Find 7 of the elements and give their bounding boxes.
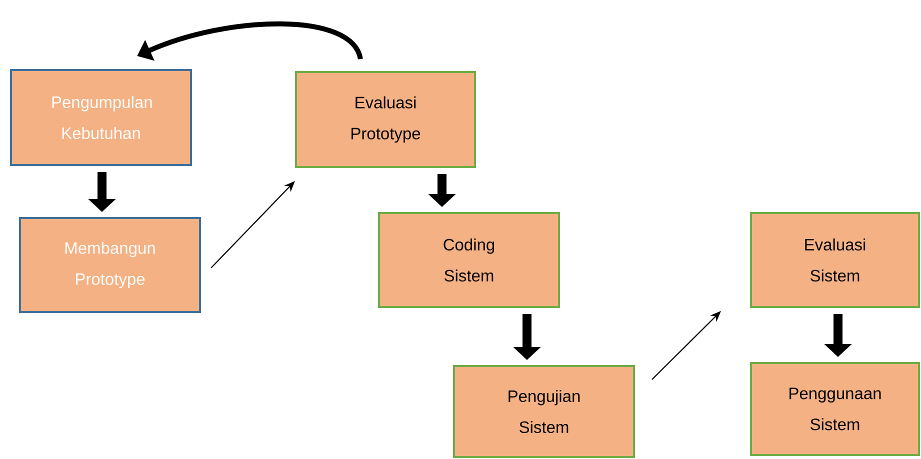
process-box: Coding Sistem — [378, 212, 560, 308]
process-box: Evaluasi Prototype — [295, 71, 476, 168]
process-box: Evaluasi Sistem — [750, 212, 920, 308]
process-box: Penggunaan Sistem — [750, 362, 920, 456]
process-box: Pengumpulan Kebutuhan — [10, 69, 192, 166]
process-box: Membangun Prototype — [19, 217, 201, 313]
process-box: Pengujian Sistem — [453, 365, 635, 458]
